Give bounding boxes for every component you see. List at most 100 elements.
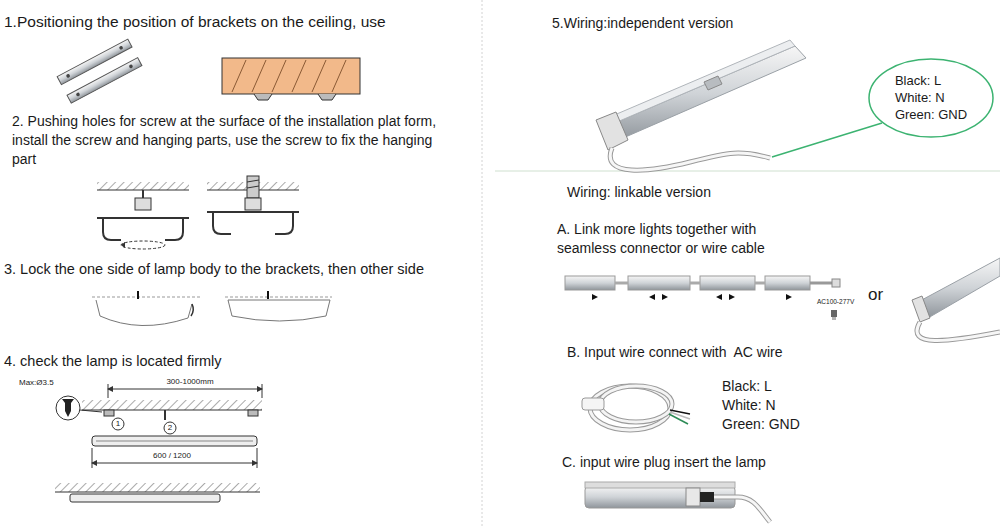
speech-bubble: Black: LWhite: NGreen: GND [868, 58, 994, 138]
linked-lamps [832, 279, 840, 287]
hanging-part-after [245, 198, 261, 210]
leader-line [772, 123, 882, 157]
lamp-plug [714, 497, 770, 522]
installation-dimension-drawing [257, 448, 258, 468]
lamp-lock-sketch [92, 291, 332, 326]
lamp-independent [603, 46, 806, 142]
wire-color: Green: GND [722, 416, 800, 433]
installation-dimension-drawing [108, 389, 262, 390]
lamp-plug [585, 482, 735, 488]
input-cable [669, 414, 688, 424]
lamp-independent [596, 40, 806, 170]
step-heading: 1.Positioning the position of brackets o… [4, 13, 386, 32]
linked-lamps [833, 317, 834, 320]
installation-dimension-drawing [55, 492, 260, 493]
lamp-independent [610, 148, 770, 170]
lamp-plug [700, 492, 714, 502]
lamp-lock-sketch [225, 297, 332, 298]
panel-divider [482, 0, 1000, 528]
dimension-text: Max:Ø3.5 [19, 378, 54, 388]
installation-dimension-drawing [112, 418, 124, 430]
installation-dimension-drawing [62, 399, 74, 417]
hanging-part-after [247, 176, 259, 198]
ceiling-board [232, 60, 246, 92]
hanging-part-before [165, 218, 183, 240]
bracket-icon [67, 58, 142, 104]
bracket-icon [76, 92, 81, 97]
bubble-text: Black: LWhite: NGreen: GND [895, 72, 967, 123]
ceiling-board [292, 60, 306, 92]
ceiling-board [222, 58, 360, 94]
bracket-icon [57, 39, 132, 85]
installation-dimension-drawing [92, 436, 257, 446]
lamp-independent [610, 148, 770, 170]
wire-color: Green: GND [895, 106, 967, 123]
linked-lamps [835, 317, 836, 320]
linked-lamps [700, 276, 755, 290]
installation-dimension-drawing [164, 410, 166, 420]
lamp-independent [598, 40, 795, 128]
step-heading: A. Link more lights together with seamle… [557, 220, 797, 258]
step-heading: C. input wire plug insert the lamp [562, 454, 766, 471]
bracket-icon [129, 64, 134, 69]
linked-lamps [565, 276, 615, 290]
linked-lamps [786, 294, 792, 300]
lamp-lock-sketch [92, 297, 200, 298]
ceiling-board [332, 60, 346, 92]
callout-number: 1 [116, 419, 120, 429]
lamp-plug [714, 497, 770, 522]
linked-lamps [765, 276, 810, 290]
callout-number: 2 [168, 423, 172, 433]
ceiling-board [252, 60, 266, 92]
dimension-text: 300-1000mm [166, 377, 213, 387]
linked-lamps [755, 282, 765, 285]
installation-dimension-drawing [56, 396, 80, 420]
hanging-part-after [207, 176, 299, 234]
input-cable [600, 386, 672, 422]
ceiling-board [318, 94, 336, 100]
linked-lamps [649, 294, 655, 300]
bracket-icon [66, 73, 71, 78]
lamp-with-cable [917, 322, 1000, 341]
linked-lamps [615, 282, 628, 285]
wire-color: White: N [722, 397, 776, 414]
hanging-part-before [121, 242, 125, 248]
installation-dimension-drawing [164, 422, 176, 434]
installation-dimension-drawing [108, 384, 109, 398]
lamp-lock-sketch [96, 300, 192, 326]
hanging-part-before [121, 241, 165, 249]
bracket-icon [57, 39, 142, 103]
installation-dimension-drawing [55, 384, 262, 502]
wire-color: Black: L [895, 72, 967, 89]
lamp-lock-sketch [191, 304, 193, 316]
bracket-icon [57, 39, 142, 103]
hanging-part-after [247, 186, 259, 188]
lamp-with-cable [912, 258, 1000, 341]
hanging-part-before [97, 182, 189, 249]
lamp-plug [686, 488, 700, 506]
step-heading: B. Input wire connect with AC wire [567, 344, 783, 361]
hanging-part-after [207, 211, 299, 213]
ceiling-board [312, 60, 326, 92]
input-cable [600, 386, 672, 422]
installation-dimension-drawing [248, 410, 258, 416]
input-cable [582, 398, 604, 410]
hanging-part-after [247, 180, 259, 182]
input-cable [582, 386, 690, 430]
linked-lamps [662, 294, 668, 300]
lamp-plug [585, 486, 735, 508]
step-heading: Wiring: linkable version [567, 184, 711, 201]
step-heading: 3. Lock the one side of lamp body to the… [4, 261, 424, 278]
lamp-plug [585, 482, 770, 522]
dimension-text: 600 / 1200 [151, 451, 193, 461]
wire-color: Black: L [722, 378, 772, 395]
linked-lamps [690, 282, 700, 285]
hanging-part-after [213, 212, 231, 234]
linked-lamps [831, 310, 837, 317]
lamp-lock-sketch [228, 300, 330, 321]
hanging-part-before [97, 182, 189, 190]
lamp-independent [704, 76, 722, 90]
voltage-text: AC100-277V [817, 298, 854, 306]
hanging-part-before [103, 218, 121, 240]
